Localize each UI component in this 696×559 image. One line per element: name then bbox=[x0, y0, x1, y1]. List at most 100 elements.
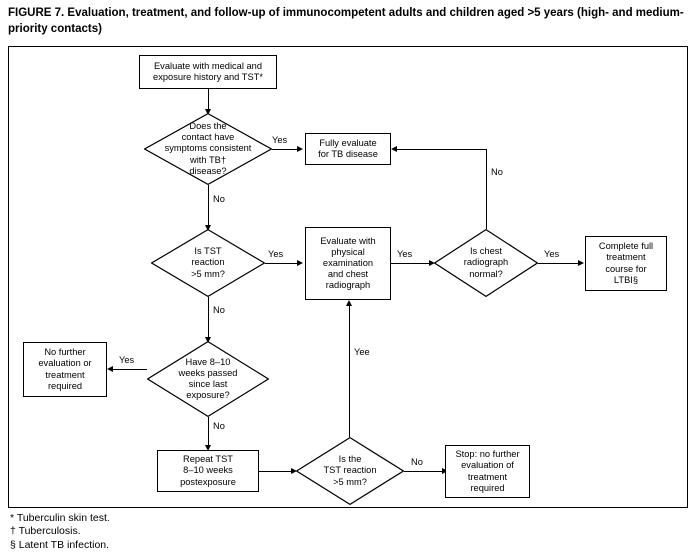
node-n3-line2: for TB disease bbox=[318, 149, 378, 159]
node-complete-treatment-ltbi: Complete full treatment course for LTBI§ bbox=[585, 236, 667, 291]
edge-n8-n9-arrowhead bbox=[107, 365, 113, 372]
edge-n11-n5 bbox=[349, 306, 350, 437]
edge-n11-n12 bbox=[404, 471, 444, 472]
node-n11-text: Is the TST reaction >5 mm? bbox=[296, 437, 404, 505]
edge-label-yes-n5-n6: Yes bbox=[397, 249, 413, 259]
node-n4-text: Is TST reaction >5 mm? bbox=[151, 229, 265, 297]
edge-label-yes-n8-n9: Yes bbox=[119, 355, 135, 365]
node-n10-line1: Repeat TST bbox=[183, 454, 233, 465]
edge-n5-n6 bbox=[391, 263, 431, 264]
edge-n5-n6-arrowhead bbox=[429, 259, 435, 266]
edge-n10-n11 bbox=[259, 471, 293, 472]
node-have-8-10-weeks-passed: Have 8–10 weeks passed since last exposu… bbox=[147, 341, 269, 417]
edge-label-yes-n6-n7: Yes bbox=[544, 249, 560, 259]
diamond-shape-n11 bbox=[296, 437, 404, 505]
node-n2-line5: disease? bbox=[189, 165, 227, 176]
edge-label-yes-n2-n3: Yes bbox=[272, 135, 288, 145]
edge-label-no-n8-n10: No bbox=[213, 421, 225, 431]
footnotes: * Tuberculin skin test. † Tuberculosis. … bbox=[10, 512, 410, 552]
edge-n2-n4-arrowhead bbox=[204, 225, 211, 231]
edge-n6-n3-horizontal bbox=[397, 149, 486, 150]
node-is-tst-reaction-5mm: Is TST reaction >5 mm? bbox=[151, 229, 265, 297]
node-n9-line4: required bbox=[47, 380, 83, 391]
edge-label-no-n2-n4: No bbox=[213, 194, 225, 204]
edge-n4-n8-arrowhead bbox=[204, 337, 211, 343]
node-n2-text: Does the contact have symptoms consisten… bbox=[144, 113, 272, 185]
edge-n2-n3-arrowhead bbox=[297, 145, 303, 152]
edge-n6-n3-arrowhead bbox=[391, 145, 397, 152]
node-repeat-tst: Repeat TST 8–10 weeks postexposure bbox=[157, 450, 259, 492]
node-n8-line4: exposure? bbox=[186, 390, 230, 401]
node-n9-line3: treatment bbox=[45, 369, 85, 380]
node-n8-line1: Have 8–10 bbox=[185, 356, 231, 367]
node-n11-line1: Is the bbox=[338, 454, 362, 465]
node-n4-line2: reaction bbox=[191, 257, 225, 268]
edge-n6-n7-arrowhead bbox=[578, 259, 584, 266]
node-n8-text: Have 8–10 weeks passed since last exposu… bbox=[147, 341, 269, 417]
node-n5-line4: and chest bbox=[327, 269, 369, 280]
diagram-frame: Evaluate with medical and exposure histo… bbox=[8, 46, 688, 508]
edge-label-yes-n4-n5: Yes bbox=[268, 249, 284, 259]
edge-n8-n9 bbox=[113, 369, 147, 370]
node-n5-line1: Evaluate with bbox=[320, 235, 376, 246]
node-symptoms-consistent-tb: Does the contact have symptoms consisten… bbox=[144, 113, 272, 185]
edge-n2-n4 bbox=[208, 185, 209, 227]
edge-n6-n7 bbox=[538, 263, 580, 264]
edge-n4-n5-arrowhead bbox=[297, 259, 303, 266]
node-n2-line1: Does the bbox=[189, 121, 227, 132]
node-n4-line1: Is TST bbox=[194, 246, 222, 257]
edge-n4-n8 bbox=[208, 297, 209, 339]
node-n7-line2: treatment bbox=[606, 252, 646, 263]
footnote-2: † Tuberculosis. bbox=[10, 525, 81, 538]
edge-n11-n5-arrowhead bbox=[345, 300, 352, 306]
edge-label-no-n11-n12: No bbox=[411, 457, 423, 467]
node-evaluate-history-tst: Evaluate with medical and exposure histo… bbox=[139, 55, 277, 89]
node-is-chest-radiograph-normal: Is chest radiograph normal? bbox=[434, 229, 538, 297]
edge-label-no-n6-n3: No bbox=[491, 167, 503, 177]
node-n2-line4: with TB† bbox=[190, 154, 226, 165]
node-n7-line4: LTBI§ bbox=[613, 274, 639, 285]
edge-n2-n3 bbox=[272, 149, 299, 150]
node-n2-line3: symptoms consistent bbox=[164, 143, 252, 154]
node-n12-line4: required bbox=[470, 482, 505, 493]
node-n9-line2: evaluation or bbox=[38, 358, 92, 369]
node-n5-line3: examination bbox=[322, 257, 374, 268]
node-n5-line2: physical bbox=[331, 246, 365, 257]
footnote-3: § Latent TB infection. bbox=[10, 538, 110, 551]
node-n11-line3: >5 mm? bbox=[333, 476, 367, 487]
node-fully-evaluate-tb: Fully evaluate for TB disease bbox=[305, 133, 391, 165]
node-n8-line3: since last bbox=[188, 379, 228, 389]
diamond-shape-n6 bbox=[434, 229, 538, 297]
node-n5-line5: radiograph bbox=[325, 280, 371, 291]
diamond-shape-n2 bbox=[144, 113, 272, 185]
edge-n6-n3-vertical bbox=[486, 149, 487, 229]
node-n12-line3: treatment bbox=[467, 471, 508, 482]
node-n6-line3: normal? bbox=[469, 268, 503, 279]
edge-n1-n2 bbox=[208, 89, 209, 111]
node-n3-line1: Fully evaluate bbox=[319, 137, 377, 148]
node-n6-line2: radiograph bbox=[463, 257, 509, 268]
node-no-further-evaluation: No further evaluation or treatment requi… bbox=[23, 342, 107, 397]
node-stop-no-further-evaluation: Stop: no further evaluation of treatment… bbox=[445, 445, 530, 498]
node-n7-line3: course for bbox=[605, 263, 647, 274]
footnote-1: * Tuberculin skin test. bbox=[10, 512, 110, 524]
diamond-shape-n8 bbox=[147, 341, 269, 417]
node-n7-line1: Complete full bbox=[598, 241, 654, 252]
edge-n10-n11-arrowhead bbox=[291, 467, 297, 474]
figure-title: FIGURE 7. Evaluation, treatment, and fol… bbox=[8, 7, 684, 35]
node-n2-line2: contact have bbox=[181, 132, 235, 143]
node-n6-line1: Is chest bbox=[469, 246, 503, 257]
node-n12-line1: Stop: no further bbox=[455, 449, 520, 460]
edge-n8-n10-arrowhead bbox=[204, 445, 211, 451]
edge-n8-n10 bbox=[208, 417, 209, 447]
node-n1-line2: exposure history and TST* bbox=[153, 72, 263, 82]
edge-n4-n5 bbox=[265, 263, 299, 264]
diamond-shape-n4 bbox=[151, 229, 265, 297]
node-n6-text: Is chest radiograph normal? bbox=[434, 229, 538, 297]
node-n10-line3: postexposure bbox=[180, 476, 236, 487]
edge-label-yee-n11-n5: Yee bbox=[354, 347, 370, 357]
node-n12-line2: evaluation of bbox=[461, 460, 514, 471]
node-n8-line2: weeks passed bbox=[178, 367, 238, 378]
node-n10-line2: 8–10 weeks bbox=[183, 465, 233, 476]
